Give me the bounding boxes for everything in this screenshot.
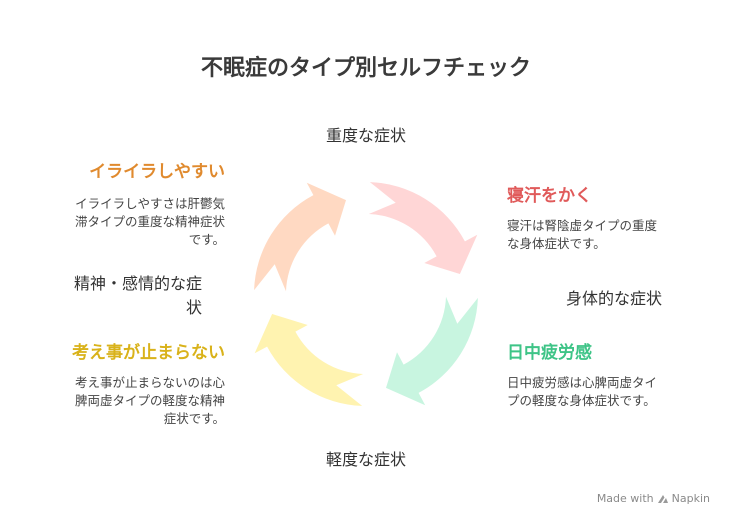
desc-irritable: イライラしやすさは肝鬱気 滞タイプの重度な精神症状 です。 xyxy=(20,195,225,249)
page-title: 不眠症のタイプ別セルフチェック xyxy=(200,56,531,81)
axis-label-severe: 重度な症状 xyxy=(325,126,406,145)
desc-irritable-line3: です。 xyxy=(188,232,225,247)
desc-irritable-line1: イライラしやすさは肝鬱気 xyxy=(75,196,225,211)
heading-irritable: イライラしやすい xyxy=(89,162,225,182)
heading-racing-thoughts: 考え事が止まらない xyxy=(72,343,225,363)
heading-night-sweats: 寝汗をかく xyxy=(507,186,592,206)
cycle-wheel xyxy=(254,182,478,406)
heading-daytime-fatigue: 日中疲労感 xyxy=(507,343,592,363)
desc-racing-thoughts-line1: 考え事が止まらないのは心 xyxy=(74,375,225,390)
axis-label-mild: 軽度な症状 xyxy=(325,450,406,469)
desc-night-sweats-line2: な身体症状です。 xyxy=(507,236,606,251)
desc-daytime-fatigue-line2: プの軽度な身体症状です。 xyxy=(507,393,656,408)
segment-top-right xyxy=(368,182,478,274)
made-with-napkin: Made with Napkin xyxy=(597,492,710,505)
desc-night-sweats: 寝汗は腎陰虚タイプの重度 な身体症状です。 xyxy=(507,217,712,253)
axis-label-mental: 精神・感情的な症 状 xyxy=(30,272,202,320)
desc-night-sweats-line1: 寝汗は腎陰虚タイプの重度 xyxy=(507,218,658,233)
brand-napkin: Napkin xyxy=(671,492,710,505)
desc-racing-thoughts-line3: 症状です。 xyxy=(163,411,225,426)
axis-label-physical: 身体的な症状 xyxy=(566,289,663,308)
desc-daytime-fatigue: 日中疲労感は心脾両虚タイ プの軽度な身体症状です。 xyxy=(507,374,712,410)
desc-racing-thoughts: 考え事が止まらないのは心 脾両虚タイプの軽度な精神 症状です。 xyxy=(20,374,225,428)
axis-label-mental-line2: 状 xyxy=(185,298,202,317)
desc-racing-thoughts-line2: 脾両虚タイプの軽度な精神 xyxy=(74,393,225,408)
segment-bottom-left xyxy=(254,314,364,406)
desc-daytime-fatigue-line1: 日中疲労感は心脾両虚タイ xyxy=(507,375,658,390)
napkin-logo-icon xyxy=(657,494,668,503)
segment-top-left xyxy=(254,182,346,292)
brand-made-with: Made with xyxy=(596,492,654,505)
desc-irritable-line2: 滞タイプの重度な精神症状 xyxy=(74,214,225,229)
axis-label-mental-line1: 精神・感情的な症 xyxy=(73,274,202,293)
segment-bottom-right xyxy=(386,296,478,406)
